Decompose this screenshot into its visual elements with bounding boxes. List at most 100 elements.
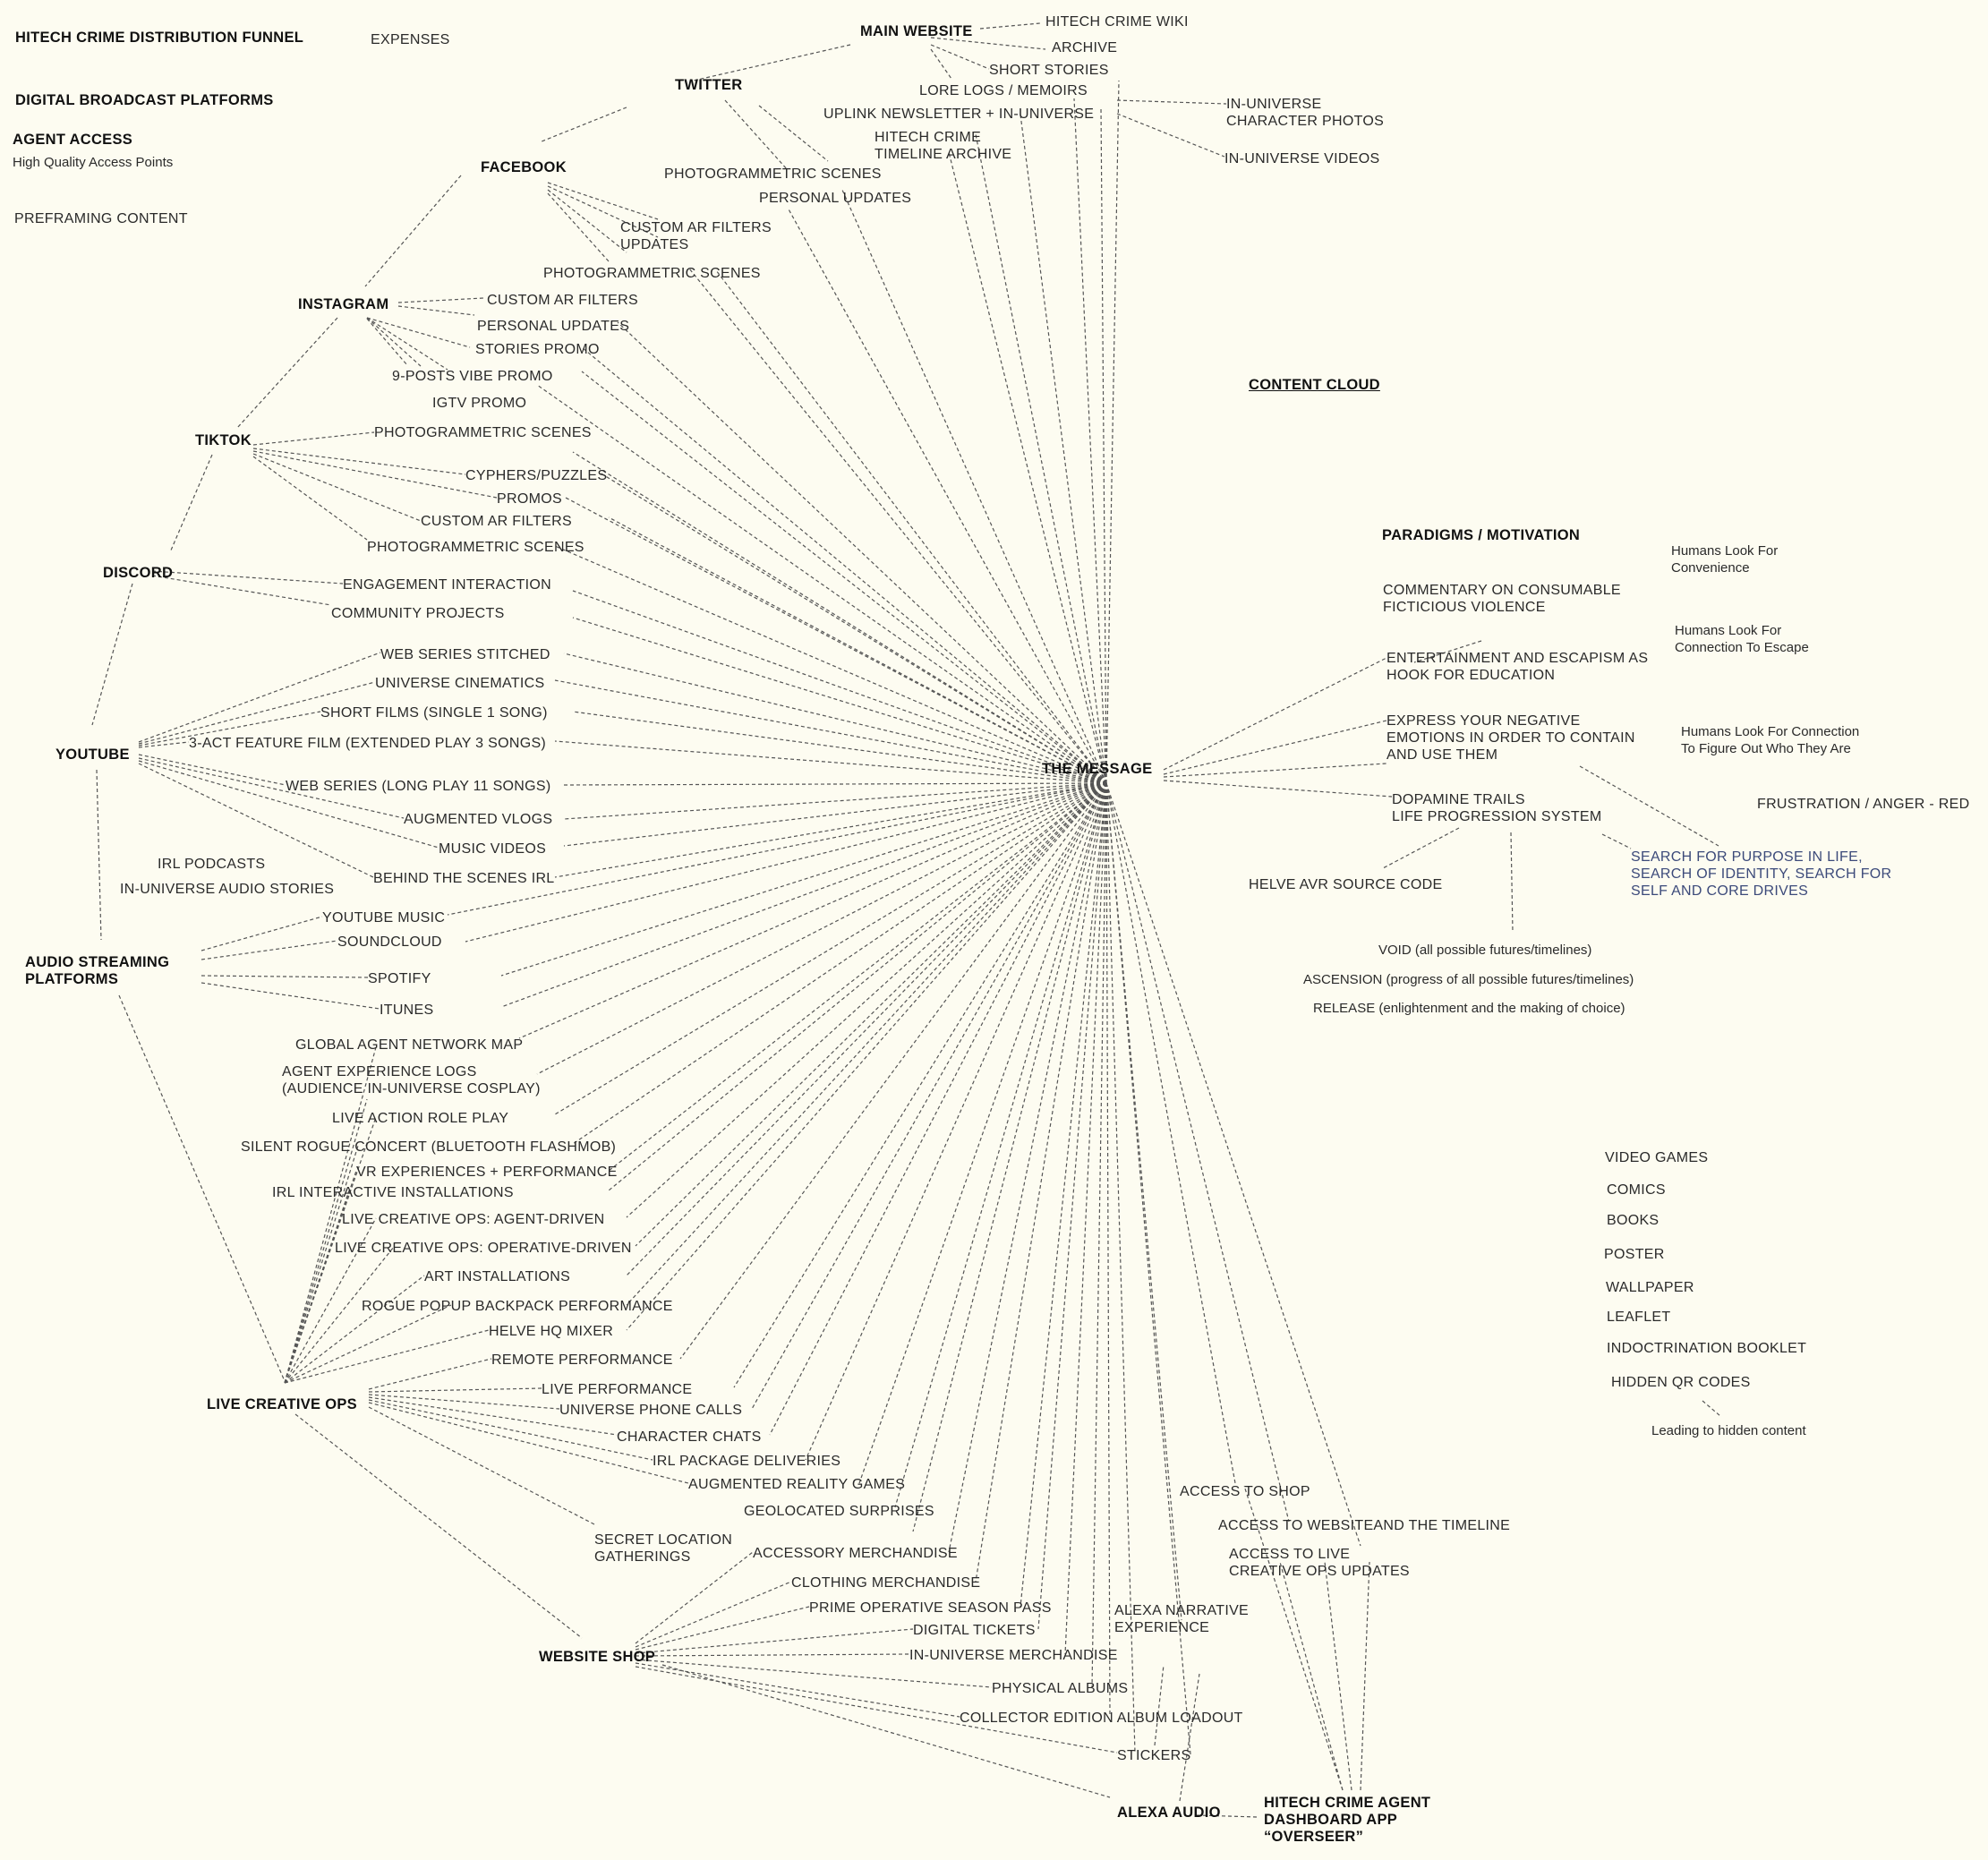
paradigm-entertainment: ENTERTAINMENT AND ESCAPISM AS HOOK FOR E… [1386, 651, 1649, 683]
funnel-title: HITECH CRIME DISTRIBUTION FUNNEL [15, 30, 304, 46]
live-character-chats: CHARACTER CHATS [617, 1429, 762, 1445]
youtube-augmented-vlogs: AUGMENTED VLOGS [404, 812, 553, 827]
format-leading-hidden: Leading to hidden content [1651, 1423, 1806, 1438]
youtube-music-videos: MUSIC VIDEOS [439, 841, 547, 857]
dashboard-live-access: ACCESS TO LIVE CREATIVE OPS UPDATES [1229, 1547, 1410, 1579]
frustration-label: FRUSTRATION / ANGER - RED [1757, 797, 1970, 812]
youtube-web-series-long: WEB SERIES (LONG PLAY 11 SONGS) [286, 779, 551, 794]
live-operative-driven: LIVE CREATIVE OPS: OPERATIVE-DRIVEN [335, 1241, 632, 1256]
audio-spotify: SPOTIFY [368, 971, 431, 986]
live-silent-concert: SILENT ROGUE CONCERT (BLUETOOTH FLASHMOB… [241, 1139, 617, 1155]
live-hq-mixer: HELVE HQ MIXER [489, 1324, 614, 1339]
content-cloud-title: CONTENT CLOUD [1249, 377, 1380, 393]
tiktok-cyphers: CYPHERS/PUZZLES [465, 468, 608, 483]
release-label: RELEASE (enlightenment and the making of… [1313, 1001, 1625, 1016]
tiktok-photogrammetric: PHOTOGRAMMETRIC SCENES [374, 425, 592, 440]
live-agent-driven: LIVE CREATIVE OPS: AGENT-DRIVEN [342, 1212, 605, 1227]
website-videos: IN-UNIVERSE VIDEOS [1224, 151, 1380, 166]
live-installations: IRL INTERACTIVE INSTALLATIONS [272, 1185, 514, 1200]
hub-instagram: INSTAGRAM [298, 296, 389, 312]
youtube-web-stitched: WEB SERIES STITCHED [380, 647, 550, 662]
live-ar-games: AUGMENTED REALITY GAMES [688, 1477, 906, 1492]
youtube-cinematics: UNIVERSE CINEMATICS [375, 676, 545, 691]
live-performance: LIVE PERFORMANCE [542, 1382, 693, 1397]
the-message: THE MESSAGE [1042, 761, 1153, 777]
ascension-label: ASCENSION (progress of all possible futu… [1303, 972, 1634, 987]
live-secret-gatherings: SECRET LOCATION GATHERINGS [594, 1532, 733, 1565]
paradigm-dopamine: DOPAMINE TRAILS LIFE PROGRESSION SYSTEM [1392, 792, 1602, 824]
shop-accessory: ACCESSORY MERCHANDISE [753, 1546, 958, 1561]
access-points-label: High Quality Access Points [13, 155, 174, 170]
hub-alexa-audio: ALEXA AUDIO [1117, 1805, 1221, 1821]
format-qr-codes: HIDDEN QR CODES [1611, 1375, 1751, 1390]
helve-source-code: HELVE AVR SOURCE CODE [1249, 877, 1443, 892]
facebook-ar-filters: CUSTOM AR FILTERS UPDATES [620, 220, 772, 252]
website-timeline: HITECH CRIME TIMELINE ARCHIVE [875, 130, 1012, 162]
hub-live-creative-ops: LIVE CREATIVE OPS [207, 1396, 357, 1412]
hub-audio-streaming: AUDIO STREAMING PLATFORMS [25, 954, 170, 987]
twitter-personal-updates: PERSONAL UPDATES [759, 191, 912, 206]
hub-discord: DISCORD [103, 565, 174, 581]
live-package-deliveries: IRL PACKAGE DELIVERIES [653, 1454, 841, 1469]
instagram-igtv: IGTV PROMO [432, 396, 527, 411]
format-poster: POSTER [1604, 1247, 1665, 1262]
live-art-installations: ART INSTALLATIONS [424, 1269, 571, 1284]
website-short-stories: SHORT STORIES [989, 63, 1109, 78]
format-comics: COMICS [1607, 1182, 1666, 1198]
void-label: VOID (all possible futures/timelines) [1378, 943, 1592, 958]
audio-soundcloud: SOUNDCLOUD [337, 934, 442, 950]
audio-podcasts: IRL PODCASTS [158, 857, 266, 872]
agent-access-label: AGENT ACCESS [13, 132, 133, 148]
website-archive: ARCHIVE [1052, 40, 1118, 55]
hub-tiktok: TIKTOK [195, 432, 252, 448]
shop-in-universe-merch: IN-UNIVERSE MERCHANDISE [909, 1648, 1118, 1663]
youtube-short-films: SHORT FILMS (SINGLE 1 SONG) [320, 705, 548, 721]
live-geolocated: GEOLOCATED SURPRISES [744, 1504, 934, 1519]
audio-youtube-music: YOUTUBE MUSIC [322, 910, 446, 926]
instagram-ar-filters: CUSTOM AR FILTERS [487, 293, 638, 308]
shop-clothing: CLOTHING MERCHANDISE [791, 1575, 981, 1591]
discord-community: COMMUNITY PROJECTS [331, 606, 505, 621]
website-lore-logs: LORE LOGS / MEMOIRS [919, 83, 1088, 98]
expenses-label: EXPENSES [371, 32, 450, 47]
dashboard-website-access: ACCESS TO WEBSITEAND THE TIMELINE [1218, 1518, 1511, 1533]
live-backpack: ROGUE POPUP BACKPACK PERFORMANCE [362, 1299, 673, 1314]
shop-physical-albums: PHYSICAL ALBUMS [992, 1681, 1129, 1696]
live-vr: VR EXPERIENCES + PERFORMANCE [356, 1165, 618, 1180]
hub-agent-dashboard: HITECH CRIME AGENT DASHBOARD APP “OVERSE… [1264, 1795, 1431, 1845]
shop-collector-edition: COLLECTOR EDITION ALBUM LOADOUT [960, 1711, 1243, 1726]
instagram-stories-promo: STORIES PROMO [475, 342, 600, 357]
youtube-feature-film: 3-ACT FEATURE FILM (EXTENDED PLAY 3 SONG… [189, 736, 547, 751]
shop-season-pass: PRIME OPERATIVE SEASON PASS [809, 1600, 1052, 1616]
tiktok-promos: PROMOS [497, 491, 562, 507]
shop-digital-tickets: DIGITAL TICKETS [913, 1623, 1036, 1638]
motivation-escape: Humans Look For Connection To Escape [1675, 623, 1809, 655]
live-phone-calls: UNIVERSE PHONE CALLS [559, 1403, 743, 1418]
live-larp: LIVE ACTION ROLE PLAY [332, 1111, 509, 1126]
format-booklet: INDOCTRINATION BOOKLET [1607, 1341, 1807, 1356]
website-wiki: HITECH CRIME WIKI [1045, 14, 1189, 30]
live-remote-performance: REMOTE PERFORMANCE [491, 1352, 673, 1368]
facebook-photogrammetric: PHOTOGRAMMETRIC SCENES [543, 266, 761, 281]
paradigm-express: EXPRESS YOUR NEGATIVE EMOTIONS IN ORDER … [1386, 713, 1635, 763]
shop-stickers: STICKERS [1117, 1748, 1191, 1763]
live-network-map: GLOBAL AGENT NETWORK MAP [295, 1037, 524, 1053]
website-character-photos: IN-UNIVERSE CHARACTER PHOTOS [1226, 97, 1385, 129]
format-video-games: VIDEO GAMES [1605, 1150, 1709, 1165]
audio-stories: IN-UNIVERSE AUDIO STORIES [120, 882, 335, 897]
instagram-nine-posts: 9-POSTS VIBE PROMO [392, 369, 553, 384]
hub-facebook: FACEBOOK [481, 159, 567, 175]
youtube-behind-the-scenes: BEHIND THE SCENES IRL [373, 871, 555, 886]
broadcast-label: DIGITAL BROADCAST PLATFORMS [15, 92, 274, 108]
purpose-label: SEARCH FOR PURPOSE IN LIFE, SEARCH OF ID… [1631, 849, 1892, 899]
hub-website-shop: WEBSITE SHOP [539, 1649, 656, 1665]
format-wallpaper: WALLPAPER [1606, 1280, 1694, 1295]
motivation-figure-out: Humans Look For Connection To Figure Out… [1681, 724, 1860, 756]
paradigms-title: PARADIGMS / MOTIVATION [1382, 527, 1581, 543]
twitter-photogrammetric: PHOTOGRAMMETRIC SCENES [664, 166, 882, 182]
hub-twitter: TWITTER [675, 77, 743, 93]
tiktok-photogrammetric-2: PHOTOGRAMMETRIC SCENES [367, 540, 584, 555]
format-leaflet: LEAFLET [1607, 1310, 1671, 1325]
hub-main-website: MAIN WEBSITE [860, 23, 973, 39]
